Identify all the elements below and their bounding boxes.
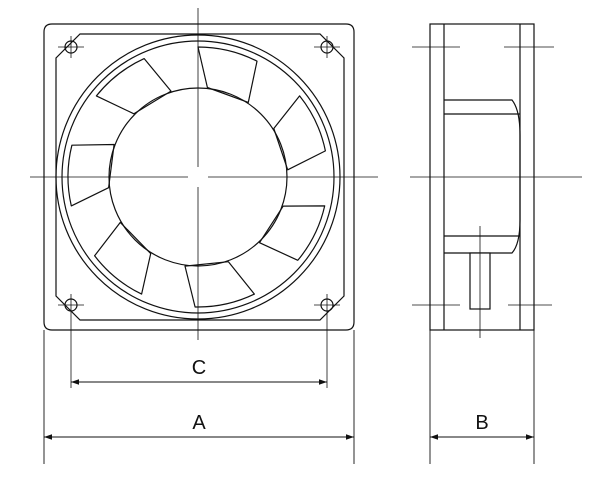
fan-blades (67, 46, 326, 308)
dimension-lines (43, 330, 535, 464)
fan-blade (273, 95, 326, 171)
front-inner-frame (55, 33, 345, 321)
fan-blade (258, 205, 326, 261)
front-outer-frame (43, 23, 355, 331)
fan-blade (67, 143, 115, 207)
dim-b-label: B (475, 412, 488, 434)
front-center-lines (30, 8, 378, 388)
fan-blade (184, 261, 255, 308)
front-view (43, 23, 355, 331)
fan-blade (94, 221, 152, 295)
side-center-lines (410, 46, 582, 338)
side-motor-hub (444, 99, 521, 254)
dim-c-label: C (192, 357, 206, 379)
dim-a-label: A (192, 412, 206, 434)
fan-blade (95, 58, 172, 115)
